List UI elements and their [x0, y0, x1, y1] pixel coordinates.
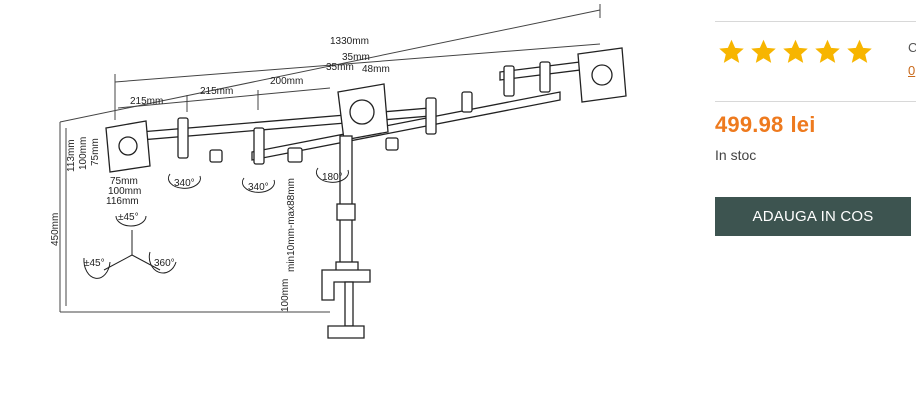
- stock-status: In stoc: [715, 147, 757, 163]
- dim-h100: 100mm: [78, 137, 89, 170]
- dim-top-b: 35mm: [342, 52, 370, 63]
- dim-seg-1: 215mm: [130, 96, 163, 107]
- star-icon: [783, 39, 808, 63]
- reviews-count-link[interactable]: 0: [908, 63, 916, 78]
- dim-top-a: 35mm: [326, 62, 354, 73]
- angle-340-1: 340°: [174, 178, 195, 189]
- angle-45-left: ±45°: [84, 258, 105, 269]
- side-text: C: [908, 40, 916, 55]
- dim-height: 450mm: [50, 213, 61, 246]
- price-value: 499.98: [715, 112, 784, 137]
- monitor-arm-diagram: 1330mm 215mm 215mm 200mm 35mm 35mm 48mm …: [50, 4, 627, 339]
- dim-clamp-range: min10mm-max88mm: [286, 178, 297, 272]
- rating-stars[interactable]: [717, 38, 874, 66]
- dim-clamp-height: 100mm: [280, 279, 291, 312]
- angle-340-2: 340°: [248, 182, 269, 193]
- product-image[interactable]: 1330mm 215mm 215mm 200mm 35mm 35mm 48mm …: [0, 0, 640, 402]
- dim-seg-3: 200mm: [270, 76, 303, 87]
- divider: [715, 101, 916, 102]
- dim-w75: 75mm: [110, 176, 138, 187]
- dim-w100: 100mm: [108, 186, 141, 197]
- add-to-cart-button[interactable]: ADAUGA IN COS: [715, 197, 911, 236]
- price-currency: lei: [790, 112, 816, 137]
- angle-360: 360°: [154, 258, 175, 269]
- dim-top-c: 48mm: [362, 64, 390, 75]
- star-icon: [847, 39, 872, 63]
- dim-h75: 75mm: [90, 138, 101, 166]
- dim-h113: 113mm: [66, 139, 77, 172]
- star-icon: [815, 39, 840, 63]
- angle-45-top: ±45°: [118, 212, 139, 223]
- dim-seg-2: 215mm: [200, 86, 233, 97]
- divider: [715, 21, 916, 22]
- star-icon: [719, 39, 744, 63]
- dim-total: 1330mm: [330, 36, 369, 47]
- dim-w116: 116mm: [106, 196, 139, 207]
- star-icon: [751, 39, 776, 63]
- angle-180: 180°: [322, 172, 343, 183]
